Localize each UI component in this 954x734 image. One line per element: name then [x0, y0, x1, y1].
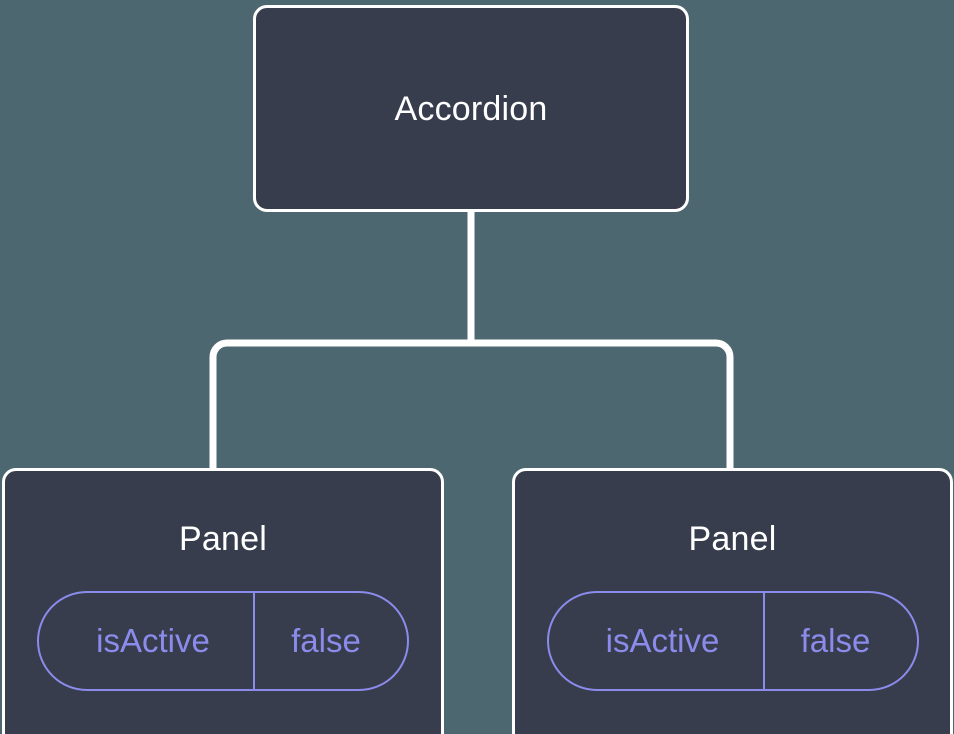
- prop-divider-0: [253, 593, 255, 689]
- prop-key-1: isActive: [605, 622, 720, 659]
- node-title-panel-1: Panel: [688, 520, 777, 558]
- prop-key-0: isActive: [96, 622, 210, 659]
- prop-value-1: false: [800, 622, 871, 659]
- edge-root-to-panel-0: [209, 339, 471, 474]
- node-title-accordion: Accordion: [394, 89, 548, 128]
- prop-divider-1: [762, 593, 765, 689]
- node-accordion[interactable]: Accordion: [253, 5, 689, 212]
- edge-root-to-panel-1: [471, 339, 734, 474]
- prop-badge-isactive-1[interactable]: isActive false: [546, 591, 919, 691]
- node-panel-0[interactable]: Panel isActive false: [2, 468, 444, 734]
- node-panel-1[interactable]: Panel isActive false: [512, 468, 953, 734]
- node-title-panel-0: Panel: [179, 520, 267, 558]
- prop-badge-isactive-0[interactable]: isActive false: [37, 591, 409, 691]
- prop-value-0: false: [291, 622, 361, 659]
